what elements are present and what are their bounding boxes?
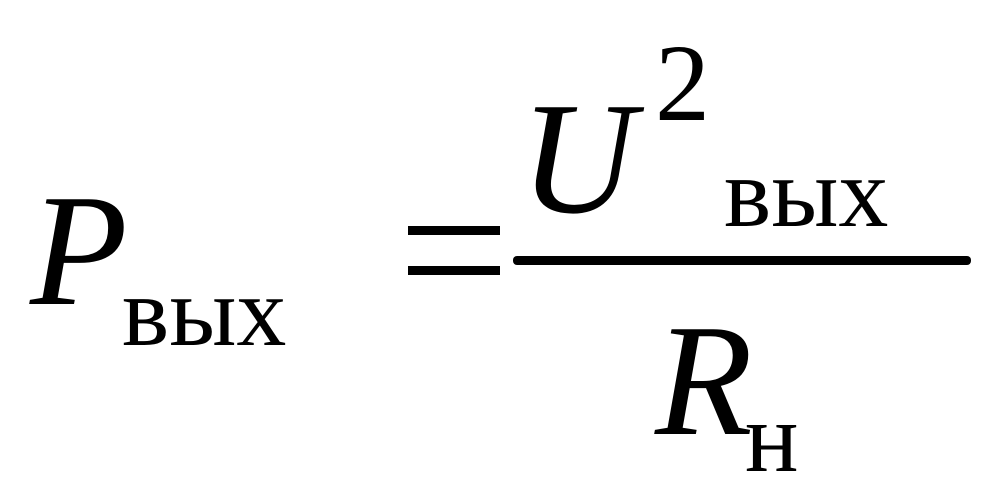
equals-bar-top — [408, 226, 500, 235]
numerator-superscript: 2 — [655, 22, 710, 144]
numerator-subscript: вых — [724, 137, 889, 248]
lhs-subscript: вых — [122, 256, 287, 367]
denominator-symbol-r: R — [655, 291, 753, 469]
denominator-subscript: н — [745, 382, 799, 493]
equals-bar-bottom — [408, 266, 500, 275]
numerator-symbol-u: U — [520, 69, 636, 247]
fraction-bar — [513, 256, 971, 265]
lhs-symbol-p: P — [30, 161, 128, 339]
